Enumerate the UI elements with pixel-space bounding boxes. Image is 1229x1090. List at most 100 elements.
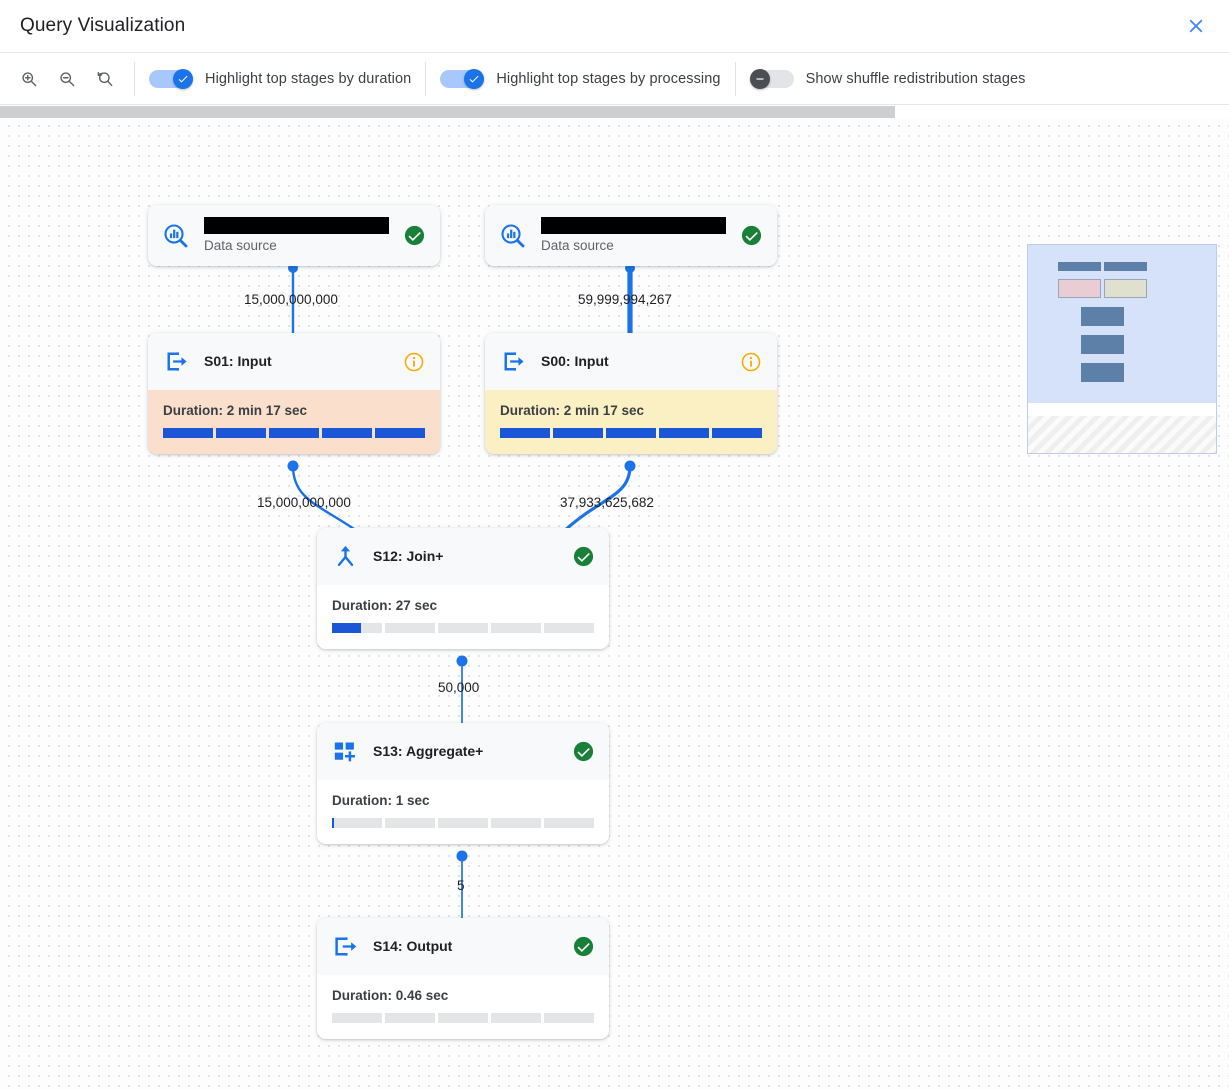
minimap-node [1081,363,1124,382]
check-icon [178,75,188,82]
progress-segment [606,428,656,438]
node-title: S13: Aggregate+ [373,742,484,759]
node-titles: Data source [541,216,739,255]
progress-segment [553,428,603,438]
edge-endpoint [624,460,636,472]
horizontal-scrollbar-track[interactable] [0,105,1229,118]
node-header: Data source [485,205,777,266]
progress-segment [385,623,435,633]
node-body: Duration: 2 min 17 sec [148,390,440,454]
progress-segment [163,428,213,438]
progress-segment [375,428,425,438]
duration-label: Duration: 27 sec [332,598,438,613]
toggle-highlight-duration-switch[interactable] [149,68,193,89]
bigquery-datasource-icon [161,221,191,251]
progress-segment [332,1013,382,1023]
progress-segment [269,428,319,438]
progress-segment [500,428,550,438]
minus-icon [756,77,764,80]
zoom-out-icon [60,71,75,86]
minimap-offscreen-area [1028,416,1216,453]
node-titles: S00: Input [541,353,739,371]
node-body: Duration: 27 sec [317,585,609,649]
status-badge-success [739,224,763,248]
node-header: Data source [148,205,440,266]
progress-segment [438,1013,488,1023]
page-title: Query Visualization [20,15,186,36]
progress-segment [332,623,382,633]
node-stage-s01[interactable]: S01: Input Duration: 2 min 17 sec [148,333,440,454]
zoom-in-button[interactable] [14,64,44,94]
toggle-highlight-duration-label: Highlight top stages by duration [205,70,412,87]
progress-segment [544,818,594,828]
graph-minimap[interactable] [1027,244,1217,454]
status-badge-info[interactable] [739,350,763,374]
progress-segment [216,428,266,438]
node-data-source-left[interactable]: Data source [148,205,440,266]
node-data-source-right[interactable]: Data source [485,205,777,266]
minimap-node [1058,262,1101,271]
node-body: Duration: 1 sec [317,780,609,844]
toolbar-divider-1 [134,61,135,96]
minimap-node [1058,279,1101,298]
node-body: Duration: 2 min 17 sec [485,390,777,454]
toggle-highlight-processing[interactable]: Highlight top stages by processing [440,53,720,104]
progress-bar [332,623,594,633]
progress-bar [332,1013,594,1023]
node-titles: S14: Output [373,938,571,956]
minimap-node [1081,307,1124,326]
progress-bar [332,818,594,828]
zoom-out-button[interactable] [52,64,82,94]
redacted-title-bar [541,216,726,234]
edge-label-rows: 15,000,000,000 [244,292,338,307]
node-titles: S01: Input [204,353,402,371]
close-button[interactable] [1175,5,1217,47]
node-title: S01: Input [204,352,272,369]
node-header: S12: Join+ [317,528,609,585]
node-stage-s12[interactable]: S12: Join+ Duration: 27 sec [317,528,609,649]
node-subtitle: Data source [204,237,277,253]
node-title: S14: Output [373,937,453,954]
progress-bar [500,428,762,438]
join-merge-icon [330,542,360,572]
input-arrow-icon [161,347,191,377]
switch-knob [173,68,193,89]
minimap-node [1104,262,1147,271]
node-stage-s14[interactable]: S14: Output Duration: 0.46 sec [317,918,609,1039]
toolbar-divider-2 [425,61,427,96]
toggle-highlight-processing-switch[interactable] [440,68,485,89]
redacted-title-bar [204,216,389,234]
node-header: S01: Input [148,333,440,390]
progress-segment [659,428,709,438]
edge-endpoint [456,850,468,862]
node-title: S12: Join+ [373,547,444,564]
progress-segment [438,623,488,633]
output-arrow-icon [330,932,360,962]
toggle-show-shuffle-switch[interactable] [749,68,794,89]
node-subtitle: Data source [541,237,614,253]
progress-segment [332,818,382,828]
toggle-show-shuffle[interactable]: Show shuffle redistribution stages [749,53,1026,104]
zoom-reset-button[interactable] [90,64,120,94]
graph-toolbar: Highlight top stages by duration Highlig… [0,53,1229,105]
progress-bar [163,428,425,438]
status-badge-info[interactable] [402,350,426,374]
edge-endpoint [287,460,299,472]
node-stage-s00[interactable]: S00: Input Duration: 2 min 17 sec [485,333,777,454]
node-stage-s13[interactable]: S13: Aggregate+ Duration: 1 sec [317,723,609,844]
switch-knob [749,68,770,89]
graph-canvas[interactable]: 15,000,000,000 59,999,994,267 15,000,000… [0,105,1229,1090]
duration-label: Duration: 2 min 17 sec [163,403,308,418]
input-arrow-icon [498,347,528,377]
horizontal-scrollbar-thumb[interactable] [0,106,895,118]
progress-segment [385,818,435,828]
duration-label: Duration: 1 sec [332,793,430,808]
edge-line [560,465,632,535]
toolbar-divider-3 [734,61,736,96]
edge-label-rows: 37,933,625,682 [560,495,654,510]
node-body: Duration: 0.46 sec [317,975,609,1039]
status-badge-success [571,740,595,764]
progress-segment [491,1013,541,1023]
minimap-node [1104,279,1147,298]
toggle-highlight-duration[interactable]: Highlight top stages by duration [149,53,411,104]
